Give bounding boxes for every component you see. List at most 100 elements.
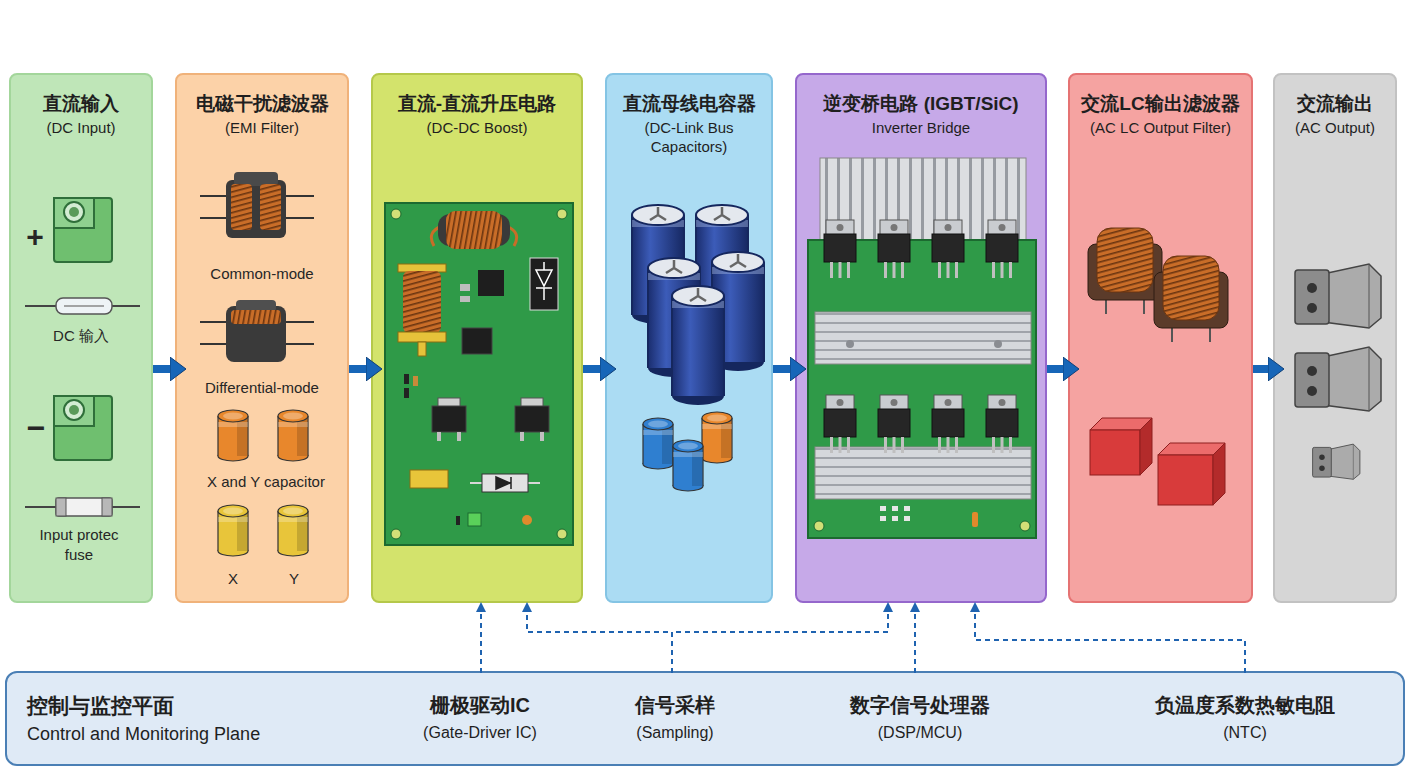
- output-capacitor: [1140, 418, 1152, 475]
- differential-mode-choke: [200, 321, 230, 323]
- panel-title: 交流LC输出滤波器: [1076, 93, 1245, 115]
- boost-components: [404, 374, 409, 384]
- inverter-pcb: [815, 447, 1031, 499]
- panel-subtitle: (DC Input): [17, 118, 145, 137]
- boost-inductor: [431, 211, 516, 249]
- terminal-block: [64, 202, 84, 222]
- common-mode-choke: [260, 184, 281, 230]
- terminal-block: [69, 207, 79, 217]
- terminal-block: [54, 198, 94, 228]
- power-transistor: [878, 395, 910, 453]
- boost-components: [478, 270, 504, 296]
- bus-capacitor: [648, 258, 700, 377]
- glass-fuse: [25, 298, 140, 314]
- inverter-pcb: [814, 521, 824, 531]
- power-transistor: [824, 395, 856, 453]
- differential-mode-choke: [226, 306, 286, 362]
- boost-components: [515, 398, 549, 441]
- inverter-pcb: [880, 516, 886, 521]
- panel-subtitle: (EMI Filter): [183, 118, 341, 137]
- inverter-pcb: [880, 506, 886, 511]
- stage-panel: 直流-直流升压电路 (DC-DC Boost): [371, 73, 583, 603]
- control-band: 控制与监控平面Control and Monitoring Plane栅极驱动I…: [5, 671, 1405, 766]
- boost-components: [456, 516, 460, 525]
- cartridge-fuse: [25, 506, 140, 508]
- boost-inductor: [438, 214, 510, 246]
- inverter-pcb: [994, 340, 1002, 348]
- heatsink: [820, 158, 1026, 242]
- boost-components: [482, 474, 528, 492]
- inverter-pcb: [892, 506, 898, 511]
- output-connector: [1295, 264, 1381, 328]
- differential-mode-choke: [200, 300, 314, 362]
- control-title: 负温度系数热敏电阻: [1090, 693, 1400, 717]
- common-mode-choke: [231, 184, 252, 230]
- filter-capacitor: [218, 505, 248, 556]
- power-transistor: [824, 220, 1018, 453]
- common-mode-choke: [226, 180, 286, 238]
- band-subtitle: Control and Monitoring Plane: [27, 723, 367, 745]
- cartridge-fuse: [25, 498, 140, 516]
- filter-capacitor: [278, 505, 308, 556]
- boost-components: [468, 513, 481, 526]
- filter-capacitor: [218, 410, 308, 556]
- bus-capacitor: [632, 205, 764, 405]
- differential-mode-choke: [236, 300, 276, 312]
- bus-capacitor: [672, 286, 724, 405]
- stage-panel: 电磁干扰滤波器(EMI Filter): [175, 73, 349, 603]
- output-capacitor: [1158, 455, 1213, 505]
- power-transistor: [932, 395, 964, 453]
- bus-capacitor: [712, 252, 764, 371]
- panel-title: 直流-直流升压电路: [379, 93, 575, 115]
- output-inductor: [1088, 228, 1228, 342]
- control-title: 数字信号处理器: [810, 693, 1030, 717]
- flow-arrow: [349, 365, 371, 373]
- differential-mode-choke: [282, 321, 314, 323]
- control-item: 信号采样 (Sampling): [580, 673, 770, 764]
- output-connector: [1313, 444, 1360, 479]
- differential-mode-choke: [231, 310, 281, 324]
- control-item: 栅极驱动IC(Gate-Driver IC): [380, 673, 580, 764]
- glass-fuse: [56, 298, 112, 314]
- bobbin-inductor: [398, 264, 446, 356]
- inverter-pcb: [815, 312, 1031, 364]
- terminal-block: [54, 396, 112, 460]
- glass-fuse: [64, 305, 104, 307]
- stage-panel: 交流LC输出滤波器(AC LC Output Filter): [1068, 73, 1253, 603]
- panel-title: 直流母线电容器: [613, 93, 765, 115]
- boost-components: [404, 388, 409, 398]
- differential-mode-choke: [200, 343, 230, 345]
- boost-components: [536, 262, 552, 300]
- flow-arrow: [583, 365, 605, 373]
- panel-subtitle: Inverter Bridge: [803, 118, 1039, 137]
- control-subtitle: (DSP/MCU): [810, 723, 1030, 743]
- boost-components: [460, 284, 470, 291]
- common-mode-choke: [200, 217, 230, 219]
- control-title: 栅极驱动IC: [380, 693, 580, 717]
- panel-subtitle: (DC-DC Boost): [379, 118, 575, 137]
- control-link: [914, 603, 916, 673]
- power-transistor: [986, 220, 1018, 278]
- inverter-pcb: [904, 506, 910, 511]
- filter-capacitor: [278, 410, 308, 461]
- boost-components: [460, 296, 470, 302]
- terminal-block: [69, 405, 79, 415]
- control-subtitle: (NTC): [1090, 723, 1400, 743]
- power-transistor: [986, 395, 1018, 453]
- boost-pcb: [557, 529, 567, 539]
- cartridge-fuse: [56, 498, 112, 516]
- output-capacitor: [1213, 443, 1225, 505]
- common-mode-choke: [200, 172, 314, 238]
- control-title: 信号采样: [580, 693, 770, 717]
- panel-title: 交流输出: [1281, 93, 1389, 115]
- stage-panel: 直流母线电容器 (DC-Link Bus Capacitors): [605, 73, 773, 603]
- differential-mode-choke: [282, 343, 314, 345]
- common-mode-choke: [200, 195, 230, 197]
- common-mode-choke: [282, 217, 314, 219]
- common-mode-choke: [282, 195, 314, 197]
- terminal-block: [64, 400, 84, 420]
- flow-arrow: [1253, 365, 1273, 373]
- panel-subtitle: (DC-Link Bus Capacitors): [613, 118, 765, 156]
- control-subtitle: (Sampling): [580, 723, 770, 743]
